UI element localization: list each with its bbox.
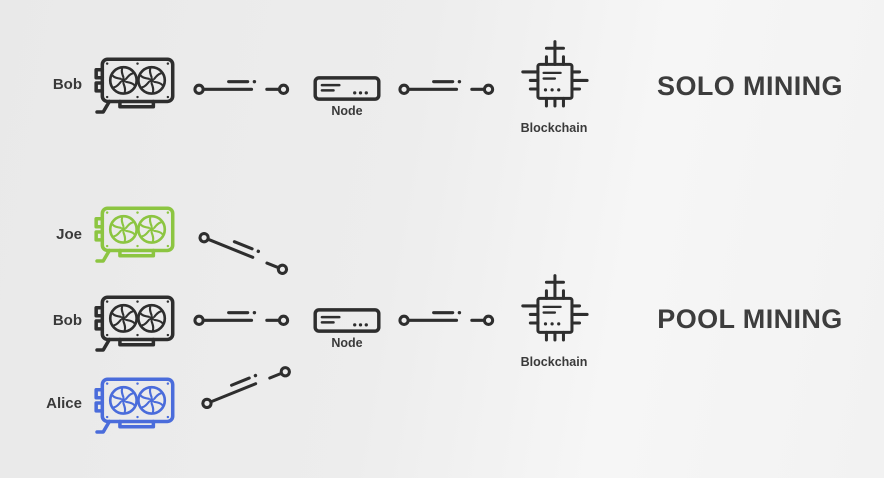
cable-icon: [195, 355, 296, 412]
node-label: Node: [331, 336, 363, 350]
blockchain-chip-icon: [516, 36, 592, 123]
cable-icon: [397, 306, 497, 327]
cable-icon: [397, 75, 497, 96]
blockchain-label: Blockchain: [520, 355, 588, 369]
miner-label: Bob: [52, 76, 82, 93]
solo-mining-title: SOLO MINING: [657, 71, 843, 101]
miner-label: Bob: [52, 312, 82, 329]
node-server-icon: [313, 307, 381, 334]
blockchain-chip-icon: [516, 270, 592, 357]
cable-icon: [192, 306, 292, 327]
gpu-icon: [90, 372, 178, 441]
blockchain-label: Blockchain: [520, 121, 588, 135]
cable-icon: [192, 75, 292, 96]
gpu-icon: [90, 201, 178, 270]
miner-label: Joe: [56, 226, 82, 243]
gpu-icon: [90, 52, 178, 121]
gpu-icon: [90, 290, 178, 359]
node-label: Node: [331, 104, 363, 118]
node-server-icon: [313, 75, 381, 102]
pool-mining-title: POOL MINING: [657, 304, 843, 334]
cable-icon: [195, 222, 296, 279]
miner-label: Alice: [46, 395, 82, 412]
